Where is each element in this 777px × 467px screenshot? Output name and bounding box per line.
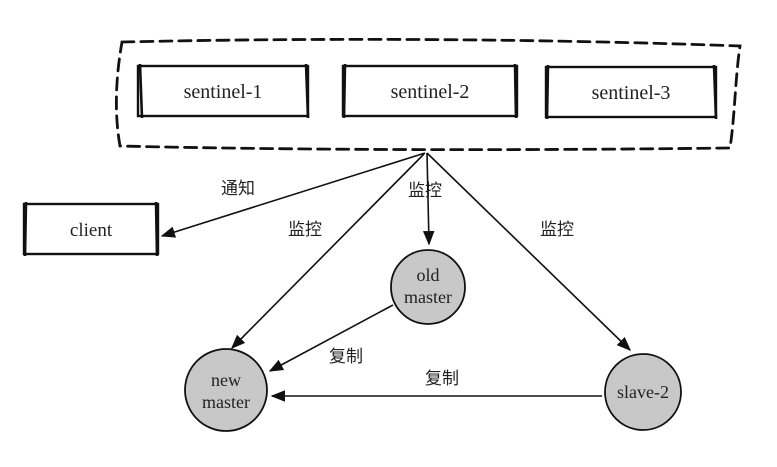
monitor-new-arrow xyxy=(230,153,425,350)
old-master-label-line2: master xyxy=(404,287,452,307)
notify-arrow xyxy=(160,152,426,238)
sentinel-box-2: sentinel-2 xyxy=(341,63,519,119)
monitor-slave-label: 监控 xyxy=(540,220,574,240)
old-master-label-line1: old xyxy=(416,265,439,285)
slave-2-label: slave-2 xyxy=(617,382,669,402)
new-master-label-line2: master xyxy=(202,392,250,412)
monitor-slave-arrow xyxy=(426,152,632,352)
monitor-new-label: 监控 xyxy=(288,220,322,240)
notify-label: 通知 xyxy=(221,179,255,199)
sentinel-box-1: sentinel-1 xyxy=(136,63,310,119)
sentinel-3-label: sentinel-3 xyxy=(592,82,671,104)
monitor-old-arrow xyxy=(422,152,435,246)
old-master-node: old master xyxy=(390,249,466,325)
replicate-old-arrow xyxy=(268,304,394,372)
client-label: client xyxy=(70,220,113,241)
sentinel-box-3: sentinel-3 xyxy=(544,64,718,120)
slave-2-node: slave-2 xyxy=(604,353,682,431)
replicate-old-label: 复制 xyxy=(329,347,363,367)
client-box: client xyxy=(22,201,160,257)
sentinel-1-label: sentinel-1 xyxy=(184,81,263,103)
monitor-old-label: 监控 xyxy=(408,181,442,201)
sentinel-2-label: sentinel-2 xyxy=(391,81,470,103)
new-master-node: new master xyxy=(184,348,268,432)
replicate-slave-label: 复制 xyxy=(425,369,459,389)
new-master-label-line1: new xyxy=(211,370,241,390)
sentinel-group-border xyxy=(115,37,742,152)
